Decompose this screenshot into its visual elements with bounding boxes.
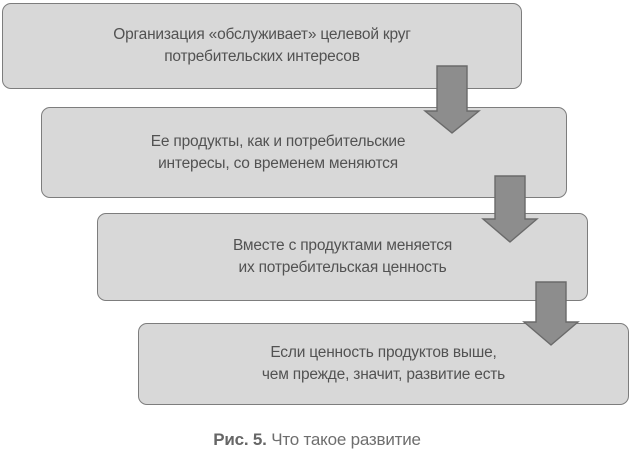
- figure-caption-text: Что такое развитие: [271, 430, 421, 449]
- flow-node-2-line-1: Ее продукты, как и потребительские: [150, 132, 406, 150]
- figure-caption: Рис. 5. Что такое развитие: [0, 430, 634, 450]
- flow-node-4-text: Если ценность продуктов выше, чем прежде…: [262, 342, 505, 386]
- flow-node-3-line-1: Вместе с продуктами меняется: [232, 237, 453, 254]
- flow-node-3-text: Вместе с продуктами меняется их потребит…: [233, 235, 452, 279]
- flow-node-3-line-2: их потребительская ценность: [238, 259, 447, 276]
- flow-node-1-line-1: Организация «обслуживает» целевой круг: [113, 26, 411, 43]
- figure-caption-label: Рис. 5.: [213, 430, 267, 449]
- flow-node-2: Ее продукты, как и потребительские интер…: [41, 107, 567, 198]
- flow-node-4: Если ценность продуктов выше, чем прежде…: [138, 323, 629, 405]
- flow-node-4-line-1: Если ценность продуктов выше,: [270, 344, 497, 361]
- flow-node-1-text: Организация «обслуживает» целевой круг п…: [113, 24, 411, 68]
- flow-node-2-text: Ее продукты, как и потребительские интер…: [151, 131, 406, 175]
- flow-node-1-line-2: потребительских интересов: [164, 48, 360, 65]
- flow-node-2-line-2: интересы, со временем меняются: [158, 154, 398, 172]
- flow-node-3: Вместе с продуктами меняется их потребит…: [97, 213, 588, 301]
- flow-node-1: Организация «обслуживает» целевой круг п…: [2, 3, 522, 89]
- flow-node-4-line-2: чем прежде, значит, развитие есть: [261, 366, 506, 383]
